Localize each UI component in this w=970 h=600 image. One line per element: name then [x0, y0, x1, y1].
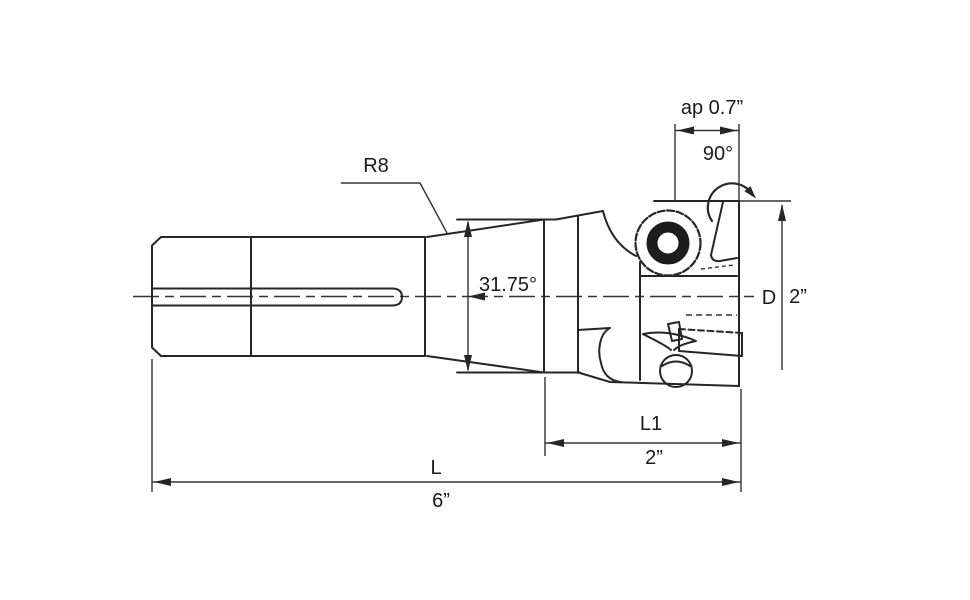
- diameter-arrow-up: [778, 204, 786, 221]
- radius-callout: R8: [341, 155, 448, 234]
- dimension-diameter: D 2”: [739, 200, 807, 370]
- rotation-direction-arrow: [706, 182, 756, 223]
- taper-axis-arrow: [468, 292, 485, 301]
- chip-pocket-scallop: [602, 210, 637, 257]
- taper-arrow-up: [464, 220, 472, 237]
- l-arrow-left: [154, 478, 171, 486]
- taper-section: [426, 218, 545, 374]
- l1-arrow-left: [547, 439, 564, 447]
- taper-arrow-down: [464, 355, 472, 372]
- head-bottom-edge: [579, 372, 740, 387]
- rotation-arc: [706, 182, 754, 223]
- l-symbol-label: L: [430, 457, 441, 479]
- r8-leader-line: [341, 182, 448, 234]
- dimension-taper-angle: 31.75°: [464, 220, 537, 372]
- taper-angle-label: 31.75°: [479, 274, 537, 296]
- head-top-rise: [555, 210, 604, 221]
- l-value-label: 6”: [432, 490, 450, 512]
- diameter-symbol-label: D: [762, 287, 776, 309]
- corner-hidden-line: [700, 264, 735, 270]
- bottom-pocket-outline: [577, 327, 622, 383]
- ap-arrow-left: [677, 126, 694, 135]
- l1-arrow-right: [722, 439, 739, 447]
- taper-bottom-edge: [426, 355, 545, 374]
- dimension-l1: L1 2”: [544, 377, 742, 492]
- bottom-insert-body: [678, 328, 743, 357]
- round-insert-outline: [634, 209, 702, 277]
- shank-outline: [151, 236, 426, 357]
- dimension-ap: ap 0.7” 90°: [674, 97, 743, 201]
- r8-label: R8: [363, 155, 389, 177]
- shank-keyway-slot: [151, 287, 403, 307]
- l1-symbol-label: L1: [640, 413, 662, 435]
- corner-wedge-edge: [710, 201, 738, 263]
- l1-value-label: 2”: [645, 447, 663, 469]
- ap-arrow-right: [720, 126, 737, 135]
- l-arrow-right: [722, 478, 739, 486]
- shank: [151, 236, 426, 357]
- bottom-insert: [577, 314, 743, 388]
- top-insert: [634, 209, 702, 277]
- insert-clamp-funnel: [642, 331, 697, 351]
- dimension-l: L 6”: [151, 359, 741, 512]
- bottom-screw-arc: [661, 360, 691, 367]
- taper-top-edge: [426, 218, 545, 238]
- rotation-arrowhead-icon: [744, 186, 756, 199]
- ap-label: ap 0.7”: [681, 97, 743, 119]
- bottom-screw-head: [659, 354, 693, 388]
- entering-angle-label: 90°: [703, 143, 733, 165]
- clamp-tab: [667, 321, 683, 342]
- diameter-value-label: 2”: [789, 286, 807, 308]
- neck-section: [456, 210, 604, 374]
- insert-screw-head: [646, 221, 690, 265]
- bottom-insert-top-edge: [678, 328, 743, 334]
